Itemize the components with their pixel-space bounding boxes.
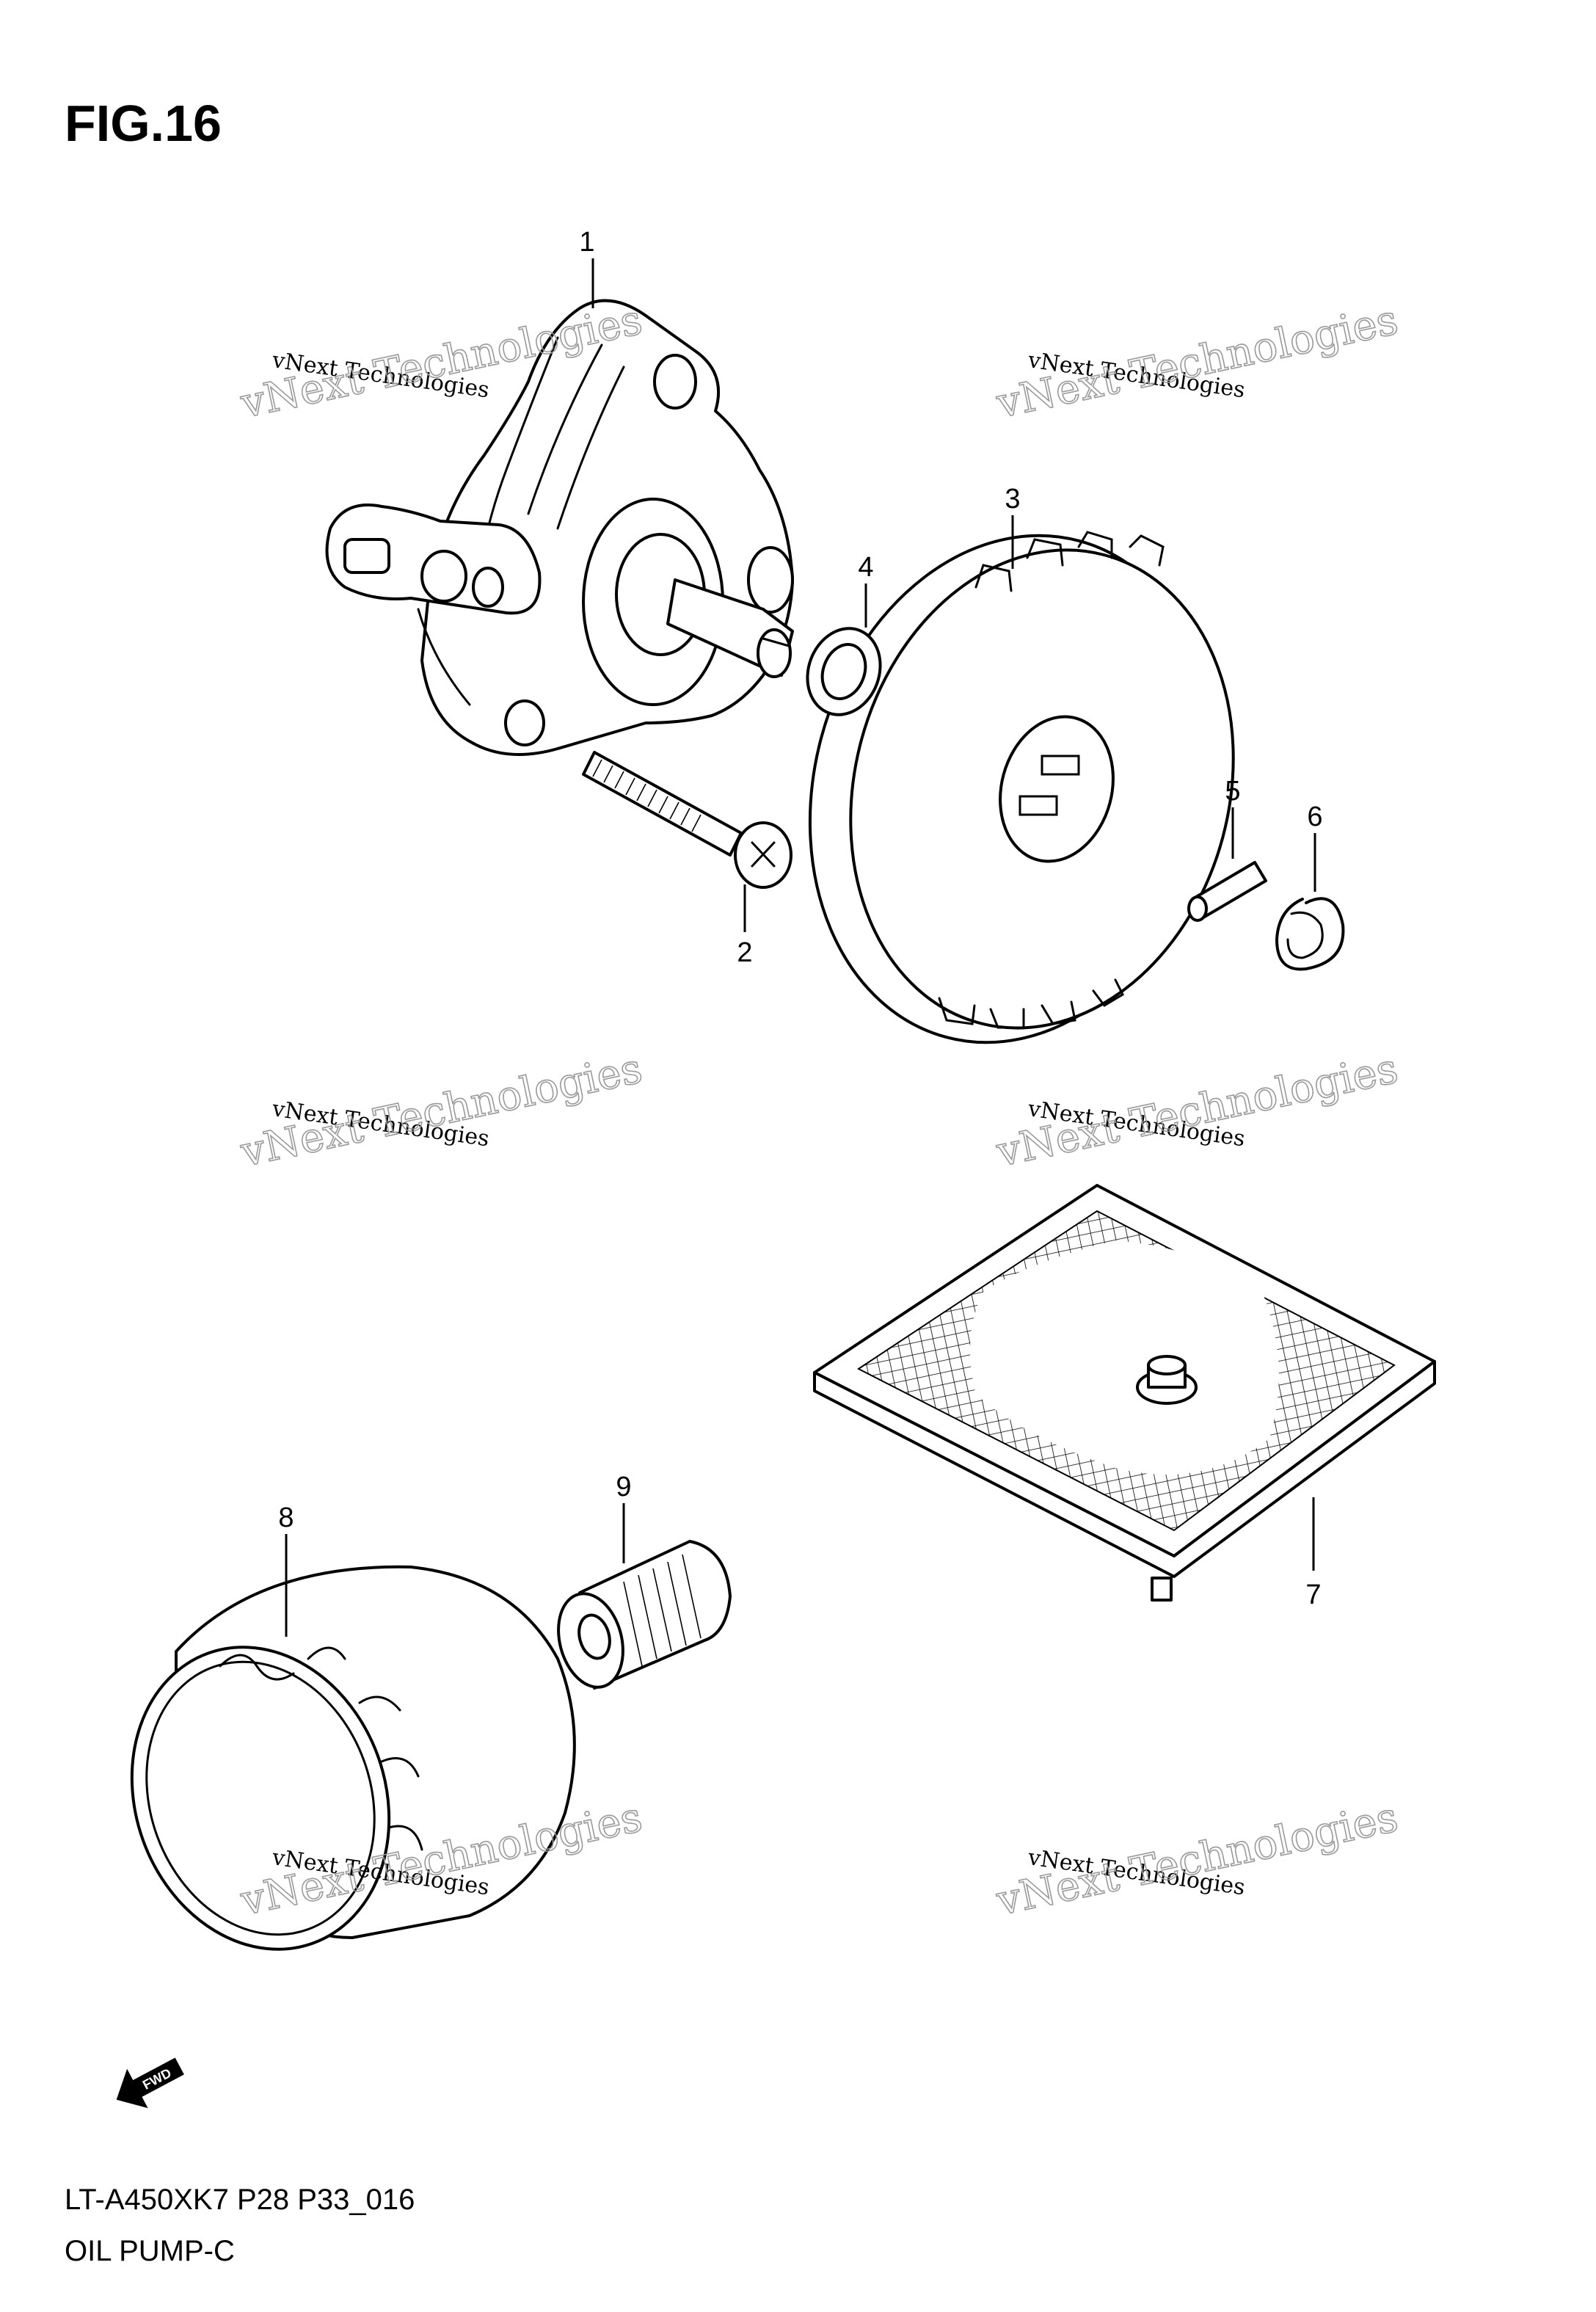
watermark: vNext Technologies vNext Technologies	[991, 1044, 1402, 1177]
part-5-pin	[1187, 861, 1267, 922]
callout-4: 4	[858, 552, 874, 628]
part-8-oil-filter	[130, 1565, 576, 1951]
svg-text:8: 8	[278, 1502, 294, 1533]
callout-1: 1	[579, 227, 595, 308]
part-7-oil-strainer	[813, 1184, 1436, 1602]
forward-arrow-icon: FWD	[116, 2057, 184, 2109]
callout-2: 2	[737, 884, 753, 968]
callout-8: 8	[278, 1502, 294, 1637]
svg-text:2: 2	[737, 937, 752, 968]
callout-3: 3	[1005, 484, 1021, 569]
watermark: vNext Technologies vNext Technologies	[991, 1793, 1402, 1926]
svg-text:6: 6	[1307, 801, 1322, 832]
part-9-union-bolt	[557, 1540, 732, 1690]
figure-title: FIG.16	[65, 95, 222, 152]
svg-text:7: 7	[1305, 1579, 1321, 1610]
part-1-oil-pump-body	[325, 299, 794, 756]
callout-7: 7	[1305, 1497, 1322, 1610]
watermark: vNext Technologies vNext Technologies	[991, 296, 1402, 429]
part-6-circlip	[1275, 897, 1345, 971]
part-3-oil-pump-driven-gear	[808, 531, 1235, 1044]
svg-text:1: 1	[579, 227, 594, 258]
callout-5: 5	[1225, 776, 1241, 859]
svg-text:5: 5	[1225, 776, 1240, 807]
callout-6: 6	[1307, 801, 1323, 892]
section-name: OIL PUMP-C	[65, 2235, 235, 2267]
svg-text:9: 9	[616, 1472, 631, 1502]
part-2-bolt	[582, 751, 792, 889]
svg-text:4: 4	[858, 552, 873, 583]
svg-text:3: 3	[1005, 484, 1020, 515]
part-4-washer	[806, 627, 882, 716]
callout-9: 9	[616, 1472, 632, 1563]
watermark: vNext Technologies vNext Technologies	[236, 1044, 646, 1177]
model-code: LT-A450XK7 P28 P33_016	[65, 2184, 415, 2216]
